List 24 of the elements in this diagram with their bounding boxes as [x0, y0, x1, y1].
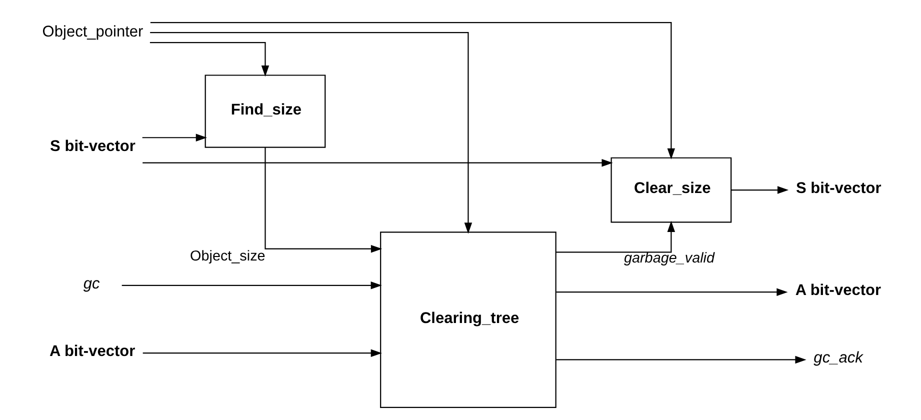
node-text: A bit-vector	[49, 343, 135, 360]
node-text: S bit-vector	[50, 138, 135, 155]
node-box: Find_size	[204, 74, 326, 148]
arrow	[142, 349, 382, 357]
node-text: A bit-vector	[794, 282, 881, 300]
arrow	[556, 220, 675, 253]
edge-label: garbage_valid	[623, 250, 714, 267]
arrow	[264, 147, 382, 253]
arrow	[121, 282, 382, 290]
arrow	[150, 22, 675, 160]
node-box: Clear_size	[610, 157, 732, 223]
edge-label: Object_size	[190, 248, 265, 264]
arrow	[556, 288, 788, 296]
node-text: S bit-vector	[795, 180, 881, 198]
node-text: Object_pointer	[42, 24, 143, 41]
arrow	[149, 42, 269, 77]
arrow	[730, 186, 788, 194]
arrow	[142, 134, 206, 142]
arrow	[142, 158, 612, 167]
arrow	[150, 32, 472, 234]
node-box: Clearing_tree	[380, 232, 556, 408]
node-text: gc	[82, 275, 100, 292]
node-text: gc_ack	[813, 350, 862, 367]
arrow	[556, 356, 806, 364]
